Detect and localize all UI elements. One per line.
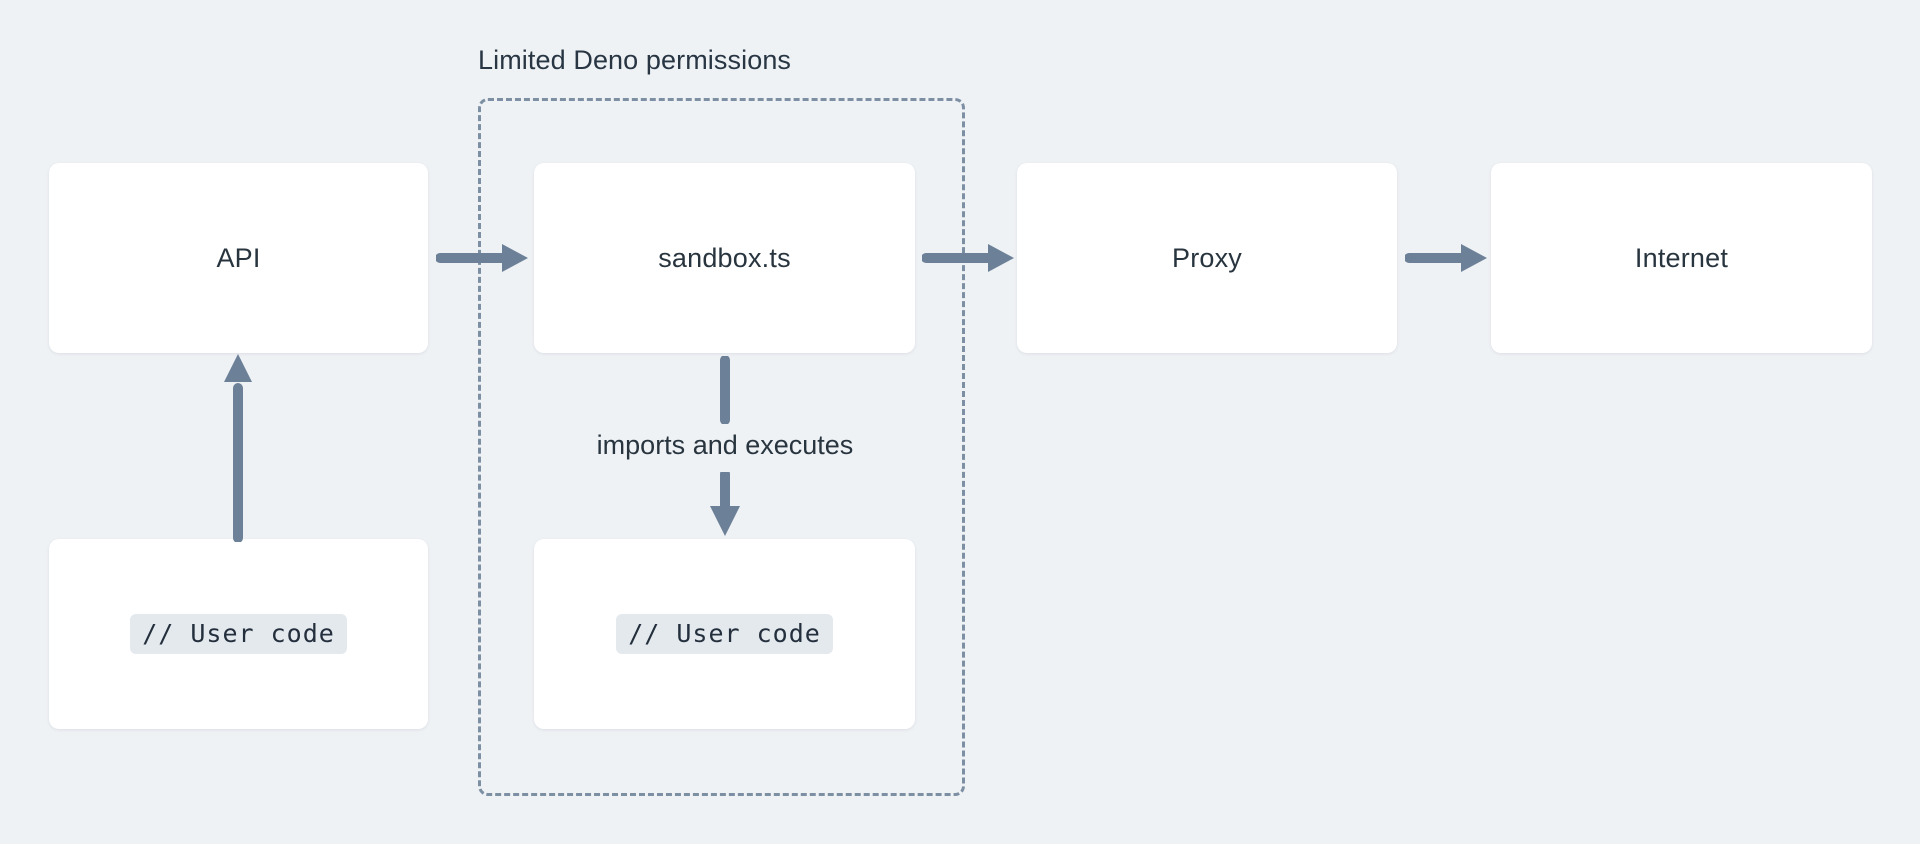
node-user-code-inner[interactable]: // User code — [534, 539, 915, 729]
node-user-code-outer-label: // User code — [130, 614, 347, 654]
group-label-limited-deno-permissions: Limited Deno permissions — [478, 45, 792, 75]
node-sandbox-ts[interactable]: sandbox.ts — [534, 163, 915, 353]
node-api[interactable]: API — [49, 163, 428, 353]
node-proxy-label: Proxy — [1171, 242, 1243, 273]
node-proxy[interactable]: Proxy — [1017, 163, 1397, 353]
node-api-label: API — [216, 242, 261, 273]
node-user-code-inner-label: // User code — [616, 614, 833, 654]
node-sandbox-ts-label: sandbox.ts — [658, 242, 791, 273]
node-internet-label: Internet — [1634, 242, 1729, 273]
edge-label-imports-and-executes: imports and executes — [596, 430, 854, 460]
arrow-user-code-to-api — [224, 354, 252, 542]
node-user-code-outer[interactable]: // User code — [49, 539, 428, 729]
arrow-proxy-to-internet — [1405, 244, 1487, 272]
node-internet[interactable]: Internet — [1491, 163, 1872, 353]
group-boundary-limited-deno-permissions — [478, 98, 965, 796]
